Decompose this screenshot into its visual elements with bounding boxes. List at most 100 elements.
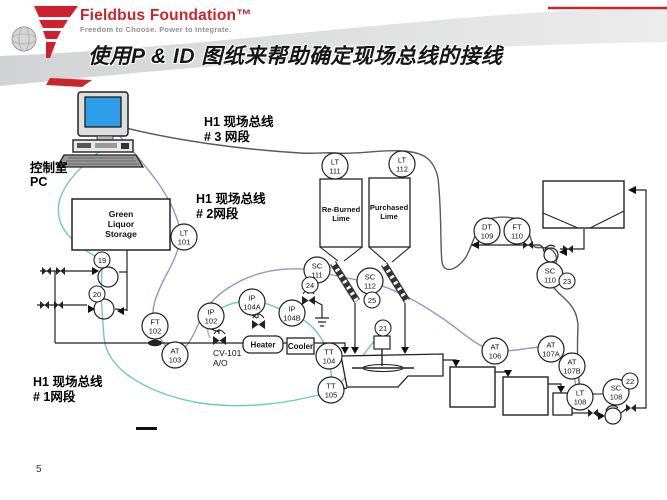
- junction-24-circle: 24: [301, 276, 319, 294]
- agitator-paddle: [362, 363, 404, 373]
- svg-text:25: 25: [368, 296, 376, 305]
- header-red-wedge: [46, 78, 92, 87]
- svg-text:110: 110: [544, 276, 556, 285]
- cv101-label-1: CV-101: [213, 348, 242, 358]
- svg-text:101: 101: [178, 238, 191, 247]
- svg-text:107B: 107B: [563, 367, 581, 376]
- svg-text:LT: LT: [398, 156, 407, 165]
- segment1-label-2: # 1网段: [33, 389, 76, 404]
- junction-23-circle: 23: [558, 272, 576, 290]
- svg-text:112: 112: [364, 282, 376, 291]
- header-band: [0, 6, 667, 87]
- svg-text:104: 104: [323, 357, 336, 366]
- svg-text:111: 111: [329, 167, 340, 176]
- svg-text:SC: SC: [312, 262, 323, 271]
- green-liquor-label-2: Liquor: [108, 219, 135, 229]
- green-liquor-tank: Green Liquor Storage: [71, 198, 171, 251]
- page-title: 使用P & ID 图纸来帮助确定现场总线的接线: [88, 45, 503, 68]
- svg-text:21: 21: [379, 324, 387, 333]
- cooler-box: Cooler: [286, 337, 315, 355]
- svg-text:AT: AT: [170, 347, 179, 356]
- svg-text:107A: 107A: [542, 350, 560, 359]
- screw-conveyor-icons: [330, 261, 410, 303]
- flow-arrows: [88, 186, 636, 420]
- svg-text:20: 20: [93, 290, 101, 299]
- svg-text:106: 106: [489, 352, 502, 361]
- control-valve-icons: [213, 289, 315, 345]
- purchased-label-1: Purchased: [370, 203, 409, 212]
- svg-text:LT: LT: [576, 389, 585, 398]
- svg-text:24: 24: [306, 281, 314, 290]
- svg-text:23: 23: [563, 277, 571, 286]
- reburned-lime-tank: Re-Burned Lime: [319, 178, 363, 262]
- junction-21-circle: 21: [374, 319, 392, 337]
- svg-text:111: 111: [311, 271, 322, 280]
- svg-text:IP: IP: [207, 308, 214, 317]
- svg-text:AT: AT: [490, 343, 499, 352]
- svg-text:IP: IP: [248, 294, 255, 303]
- pc-label-1: 控制室: [30, 160, 68, 175]
- svg-text:105: 105: [325, 391, 338, 400]
- cv101-label-2: A/O: [213, 358, 228, 368]
- fieldbus-flag-icon: [11, 6, 78, 58]
- dash-mark: [136, 427, 157, 430]
- green-liquor-label-1: Green: [109, 209, 134, 219]
- page-number: 5: [36, 464, 42, 475]
- pc-icon: [55, 91, 145, 168]
- heater-box: Heater: [242, 335, 284, 354]
- svg-text:104A: 104A: [243, 303, 261, 312]
- segment2-label-1: H1 现场总线: [196, 191, 266, 206]
- agitator-motor: [373, 335, 391, 350]
- svg-text:IP: IP: [288, 305, 295, 314]
- svg-text:108: 108: [610, 393, 623, 402]
- right-storage-tank: [542, 180, 625, 229]
- header-swoosh: [0, 8, 667, 86]
- svg-text:AT: AT: [567, 358, 576, 367]
- svg-text:110: 110: [511, 232, 523, 241]
- svg-text:108: 108: [574, 398, 587, 407]
- svg-text:102: 102: [205, 317, 218, 326]
- svg-text:102: 102: [149, 327, 162, 336]
- svg-text:AT: AT: [546, 341, 555, 350]
- cooler-label: Cooler: [288, 342, 313, 351]
- svg-text:19: 19: [98, 256, 106, 265]
- valve-icons: [40, 241, 636, 417]
- purchased-lime-tank: Purchased Lime: [368, 177, 411, 263]
- reburned-label-2: Lime: [332, 214, 350, 223]
- pc-label-2: PC: [30, 175, 47, 189]
- logo: Fieldbus Foundation™ Freedom to Choose. …: [6, 2, 266, 64]
- svg-text:LT: LT: [180, 229, 189, 238]
- purchased-label-2: Lime: [380, 212, 398, 221]
- svg-text:FT: FT: [150, 318, 160, 327]
- svg-text:103: 103: [169, 356, 182, 365]
- fieldbus-segment1-wire: [57, 141, 333, 407]
- svg-text:SC: SC: [545, 267, 556, 276]
- junction-19-circle: 19: [93, 251, 111, 269]
- svg-text:FT: FT: [512, 223, 522, 232]
- svg-text:SC: SC: [611, 384, 622, 393]
- svg-text:109: 109: [481, 232, 494, 241]
- causticizer-box-1: [449, 366, 496, 408]
- svg-text:DT: DT: [482, 223, 492, 232]
- logo-title: Fieldbus Foundation™: [80, 7, 252, 24]
- svg-text:SC: SC: [365, 273, 376, 282]
- svg-text:TT: TT: [326, 382, 336, 391]
- svg-text:22: 22: [626, 377, 634, 386]
- ground-icon: [315, 317, 329, 327]
